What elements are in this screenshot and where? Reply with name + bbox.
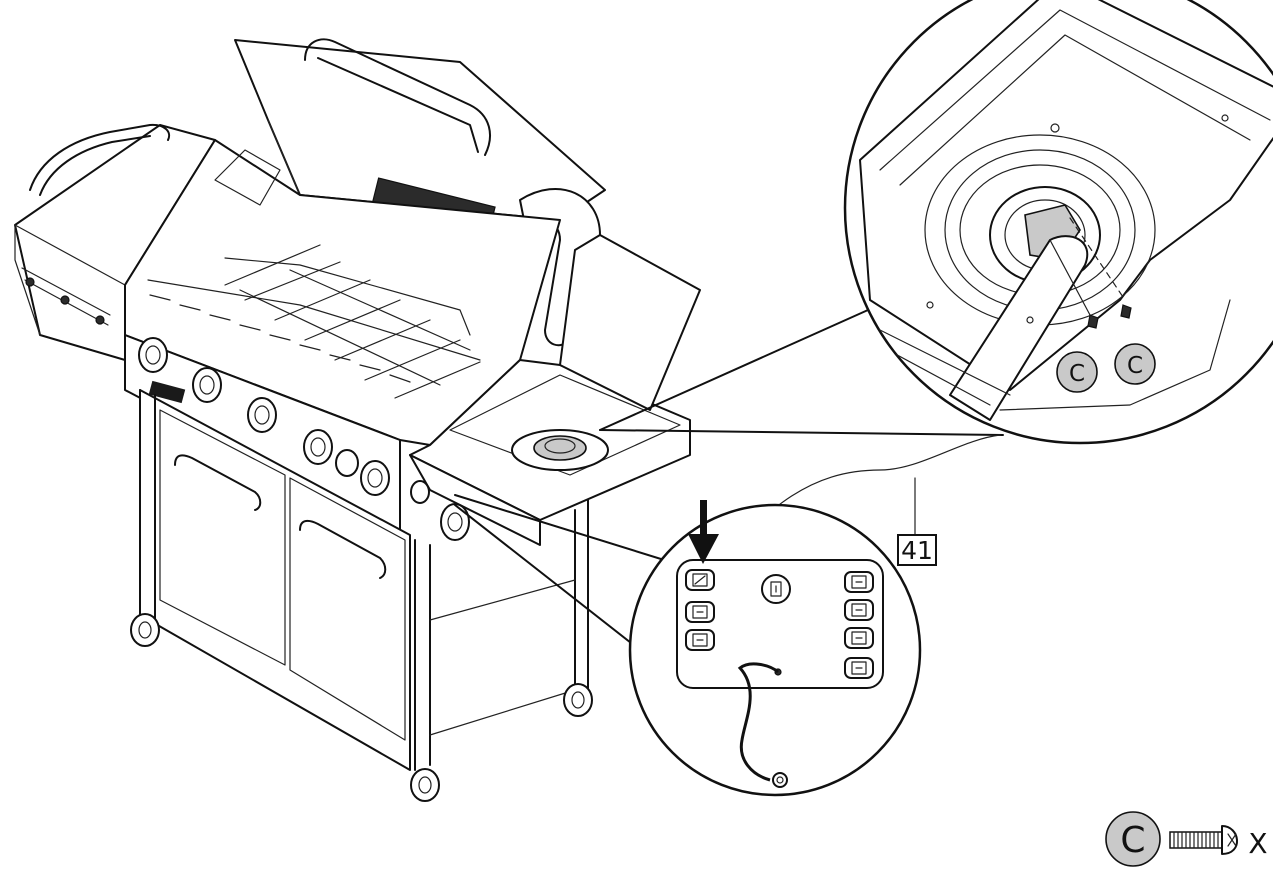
ignition-button [761, 574, 791, 604]
ignition-wire [737, 662, 788, 788]
ignition-module-callout [628, 500, 922, 797]
hardware-badge-c1: C [1056, 351, 1098, 393]
hardware-badge-c2: C [1114, 343, 1156, 385]
side-burner-shelf [409, 234, 701, 546]
hardware-badge: C [1105, 811, 1161, 867]
grill-illustration [14, 38, 701, 802]
battery-slots-right [844, 571, 874, 679]
quantity-label: X [1248, 827, 1267, 860]
step-number-box: 41 [897, 534, 937, 566]
screw-icon [1087, 304, 1132, 329]
step-number: 41 [901, 536, 933, 565]
control-knobs [138, 337, 390, 496]
badge-letter: C [1127, 353, 1143, 379]
left-side-shelf [14, 123, 216, 361]
leader-lines [454, 309, 1004, 651]
burner-icon [511, 429, 609, 471]
badge-letter: C [1069, 361, 1085, 387]
casters [130, 613, 593, 802]
down-arrow-icon [688, 500, 719, 564]
screw-icon [1169, 825, 1238, 855]
hardware-legend: C X [1105, 811, 1268, 867]
cooking-grates [224, 244, 481, 399]
side-burner-callout: C C [843, 0, 1273, 445]
hardware-letter: C [1120, 820, 1145, 861]
grill-cart [130, 389, 593, 802]
battery-slots-left [685, 569, 715, 651]
